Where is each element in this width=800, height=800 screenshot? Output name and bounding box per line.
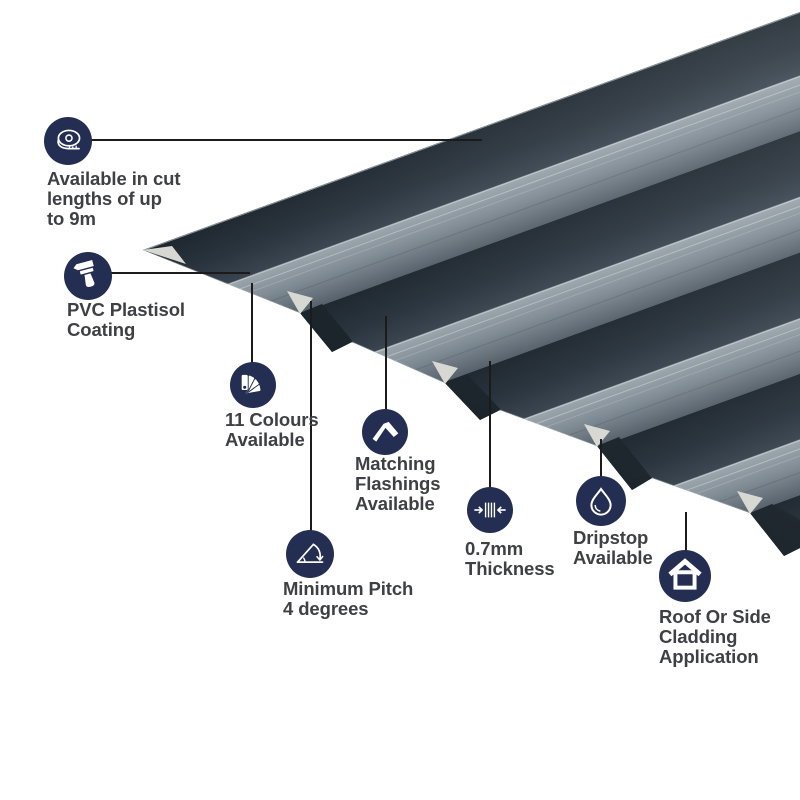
colour-fan-icon <box>230 362 276 408</box>
connector-line-colours <box>251 283 253 363</box>
feature-label-dripstop: Dripstop Available <box>573 527 653 568</box>
feature-label-application: Roof Or Side Cladding Application <box>659 606 771 667</box>
feature-label-thickness: 0.7mm Thickness <box>465 538 555 579</box>
house-icon <box>659 550 711 602</box>
tape-measure-icon <box>44 117 92 165</box>
thickness-gauge-icon <box>467 487 513 533</box>
flashing-icon <box>362 409 408 455</box>
connector-line-coating <box>110 272 250 274</box>
connector-line-cut-lengths <box>90 139 482 141</box>
connector-line-pitch <box>310 301 312 531</box>
feature-label-pitch: Minimum Pitch 4 degrees <box>283 578 414 619</box>
connector-line-flashings <box>385 316 387 410</box>
paintbrush-icon <box>64 252 112 300</box>
feature-label-coating: PVC Plastisol Coating <box>67 299 185 340</box>
connector-line-application <box>685 512 687 551</box>
feature-label-cut-lengths: Available in cut lengths of up to 9m <box>47 168 181 229</box>
connector-line-thickness <box>489 361 491 488</box>
pitch-angle-icon <box>286 530 334 578</box>
feature-label-colours: 11 Colours Available <box>225 409 319 450</box>
feature-label-flashings: Matching Flashings Available <box>355 453 441 514</box>
connector-line-dripstop <box>600 439 602 477</box>
water-droplet-icon <box>576 476 626 526</box>
